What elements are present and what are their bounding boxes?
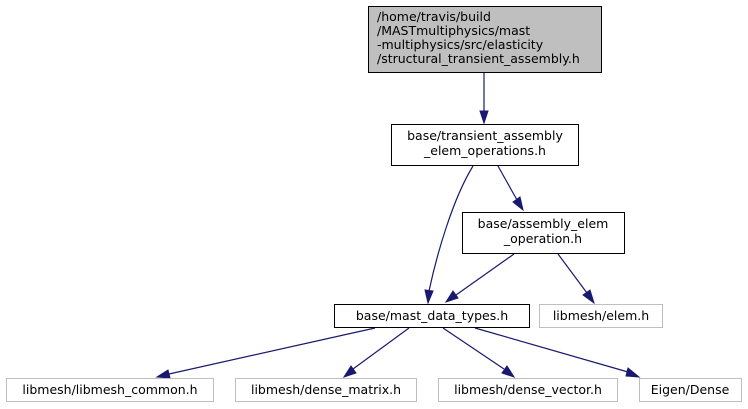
edge-mast-types-to-eigen-dense [474,327,629,373]
node-libmesh-common-box [6,378,214,402]
node-dense-matrix[interactable]: libmesh/dense_matrix.h [235,378,417,402]
node-mast-data-types[interactable]: base/mast_data_types.h [334,304,530,328]
edge-mast-types-to-dense-vector [442,327,505,370]
node-dense-vector[interactable]: libmesh/dense_vector.h [438,378,618,402]
node-dense-vector-box [438,378,618,402]
edge-assembly-op-to-mast-types-arrowhead [444,290,459,303]
node-libmesh-common-line-1: libmesh/libmesh_common.h [22,382,197,397]
edges [155,73,641,379]
node-eigen-dense-box [639,378,742,402]
edge-mast-types-to-dense-matrix-arrowhead [342,365,357,378]
node-mast-data-types-box [334,304,530,328]
node-structural-transient-assembly-line-3: -multiphysics/src/elasticity [377,37,544,52]
edge-assembly-op-to-mast-types [455,253,515,296]
edge-mast-types-to-libmesh-common [168,327,376,375]
node-libmesh-common[interactable]: libmesh/libmesh_common.h [6,378,214,402]
edge-assembly-op-to-libmesh-elem [557,253,588,294]
node-structural-transient-assembly-line-1: /home/travis/build [377,9,491,24]
edge-transient-ops-to-assembly-op-arrowhead [512,196,524,212]
node-transient-assembly-elem-operations-line-1: base/transient_assembly [407,128,563,143]
edge-mast-types-to-libmesh-common-arrowhead [155,369,171,379]
node-assembly-elem-operation-line-1: base/assembly_elem [478,216,609,231]
edge-transient-ops-to-assembly-op [497,165,518,201]
node-libmesh-elem-box [539,304,663,328]
node-structural-transient-assembly[interactable]: /home/travis/build /MASTmultiphysics/mas… [368,6,602,73]
nodes: /home/travis/build /MASTmultiphysics/mas… [6,6,742,402]
node-dense-vector-line-1: libmesh/dense_vector.h [454,382,602,397]
node-transient-assembly-elem-operations-box [391,124,579,166]
edge-mast-types-to-dense-vector-arrowhead [501,365,516,378]
node-eigen-dense[interactable]: Eigen/Dense [639,378,742,402]
node-dense-matrix-box [235,378,417,402]
node-structural-transient-assembly-box [368,6,602,73]
node-transient-assembly-elem-operations-line-2: _elem_operations.h [423,143,546,158]
edge-transient-ops-to-mast-types [428,165,474,292]
edge-transient-ops-to-mast-types-arrowhead [424,289,434,305]
node-assembly-elem-operation-line-2: _operation.h [503,231,582,246]
edge-mast-types-to-eigen-dense-arrowhead [625,367,641,378]
node-structural-transient-assembly-line-4: /structural_transient_assembly.h [377,51,580,66]
node-structural-transient-assembly-line-2: /MASTmultiphysics/mast [377,23,530,38]
edge-mast-types-to-dense-matrix [352,327,410,370]
node-eigen-dense-line-1: Eigen/Dense [651,382,730,397]
node-transient-assembly-elem-operations[interactable]: base/transient_assembly _elem_operations… [391,124,579,166]
edge-assembly-op-to-libmesh-elem-arrowhead [582,289,595,305]
node-mast-data-types-line-1: base/mast_data_types.h [356,308,508,323]
node-libmesh-elem-line-1: libmesh/elem.h [553,308,649,323]
edge-root-to-transient-ops-arrowhead [479,110,489,125]
node-libmesh-elem[interactable]: libmesh/elem.h [539,304,663,328]
node-assembly-elem-operation-box [462,212,625,254]
node-assembly-elem-operation[interactable]: base/assembly_elem _operation.h [462,212,625,254]
node-dense-matrix-line-1: libmesh/dense_matrix.h [251,382,401,397]
